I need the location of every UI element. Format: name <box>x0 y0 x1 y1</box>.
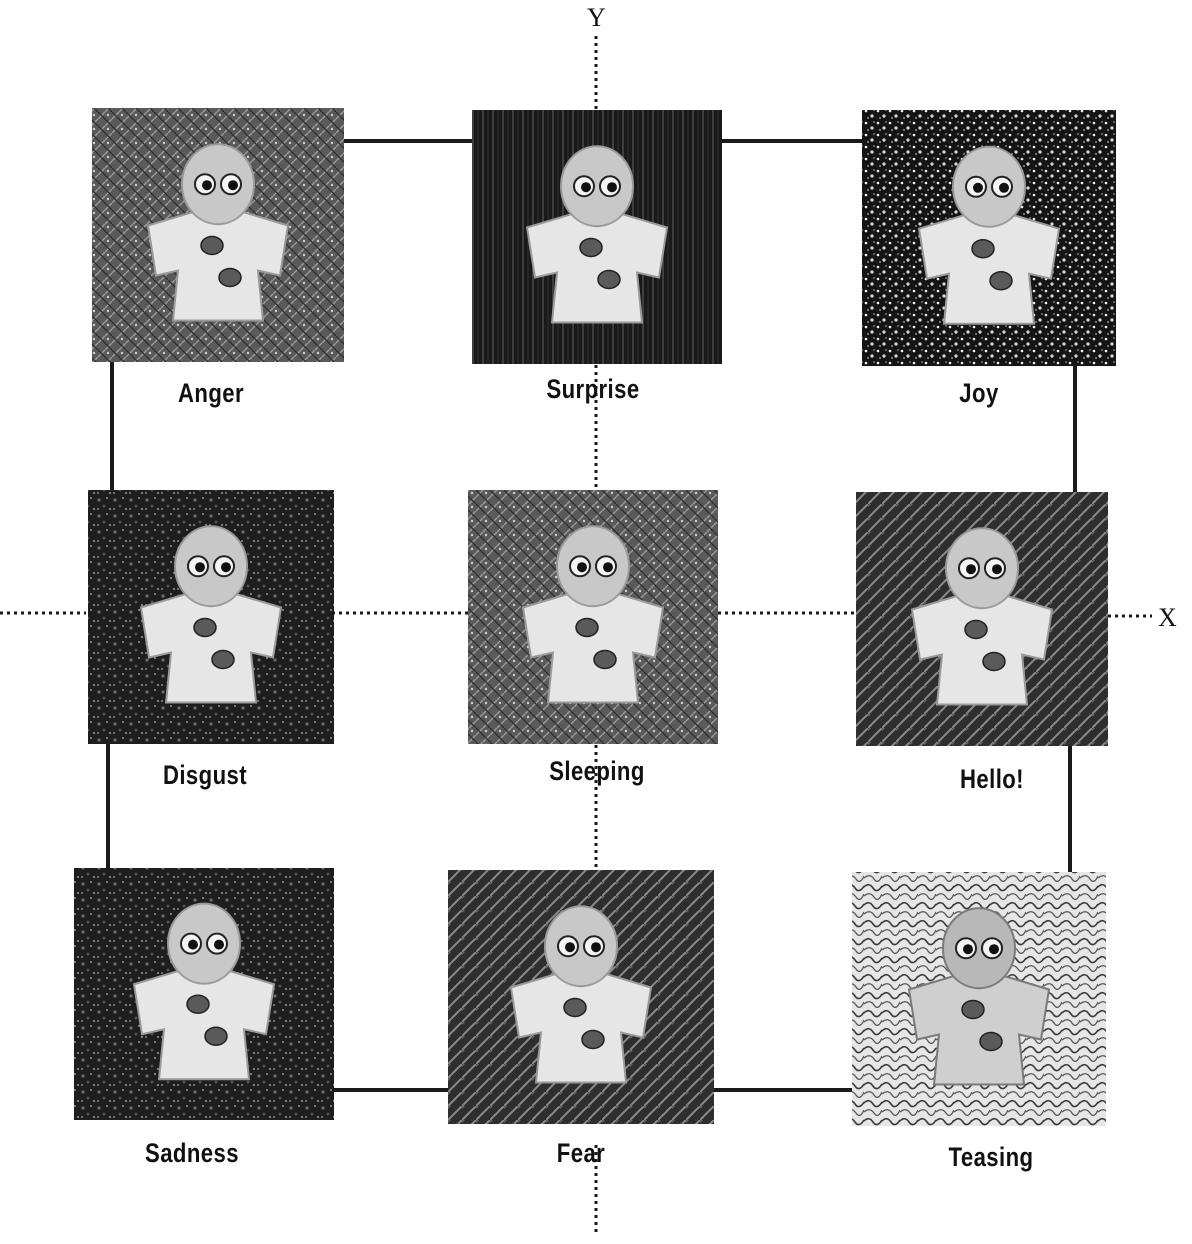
character-teasing-image <box>852 872 1106 1126</box>
character-hello-image <box>856 492 1108 746</box>
label-anger: Anger <box>177 378 245 408</box>
label-joy: Joy <box>959 378 999 408</box>
character-sleeping-image <box>468 490 718 744</box>
label-fear: Fear <box>556 1138 606 1168</box>
label-sadness: Sadness <box>145 1138 239 1168</box>
x-axis-label: X <box>1158 603 1177 632</box>
label-disgust: Disgust <box>162 760 248 790</box>
label-sleeping: Sleeping <box>549 756 645 786</box>
axes <box>0 36 1152 1232</box>
y-axis-label: Y <box>587 3 606 32</box>
label-surprise: Surprise <box>546 374 640 404</box>
character-sadness-image <box>74 868 334 1120</box>
character-disgust-image <box>88 490 334 744</box>
label-hello: Hello! <box>960 764 1024 794</box>
label-teasing: Teasing <box>948 1142 1034 1172</box>
character-joy-image <box>862 110 1116 366</box>
connector-lines <box>106 139 1077 1092</box>
character-surprise-image <box>472 110 722 364</box>
character-fear-image <box>448 870 714 1124</box>
character-anger-image <box>92 108 344 362</box>
